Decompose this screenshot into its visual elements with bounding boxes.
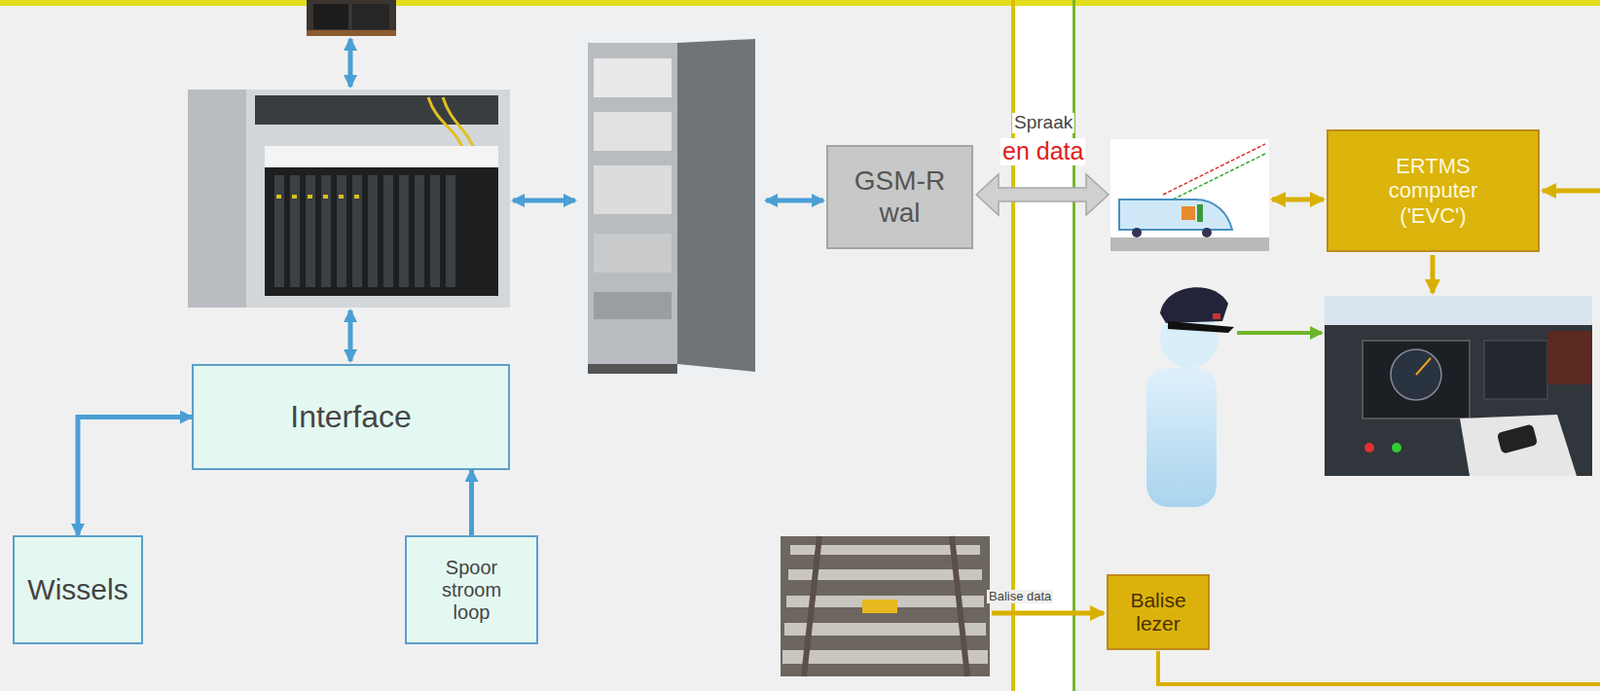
box-text: GSM-R wal xyxy=(846,165,954,228)
balise-arrow xyxy=(991,611,1104,617)
data-arrow xyxy=(1542,188,1600,194)
link-arrow xyxy=(512,198,576,204)
box-text: Interface xyxy=(290,399,412,436)
arrow-label: Balise data xyxy=(986,589,1054,604)
balise-wire xyxy=(1158,651,1600,685)
link-arrow xyxy=(765,198,824,204)
driver-figure xyxy=(1146,287,1235,508)
data-arrow xyxy=(1430,254,1436,293)
separator-line xyxy=(1072,0,1076,691)
network-box: GSM-R wal xyxy=(826,145,974,250)
link-label: en data xyxy=(1000,138,1086,166)
cab-photo xyxy=(1324,295,1593,476)
box-text: Balise lezer xyxy=(1119,588,1198,636)
title-band xyxy=(0,0,1600,6)
data-arrow xyxy=(1272,197,1324,203)
link-arrow xyxy=(348,310,354,362)
equipment-photo xyxy=(306,0,397,37)
train-illustration xyxy=(1110,139,1270,252)
connector-arrow xyxy=(469,470,474,536)
track-photo xyxy=(780,536,990,677)
connector-arrow xyxy=(77,417,192,537)
cabinet-photo xyxy=(578,33,764,378)
input-arrow xyxy=(1236,330,1322,335)
reader-box: Balise lezer xyxy=(1106,574,1210,651)
rack-photo xyxy=(187,89,510,308)
link-arrow xyxy=(348,38,354,87)
switch-box: Wissels xyxy=(12,535,144,645)
track-circuit-box: Spoor stroom loop xyxy=(404,535,539,645)
box-text: Spoor stroom loop xyxy=(433,556,511,624)
separator-line xyxy=(1011,0,1016,691)
interface-box: Interface xyxy=(191,363,510,471)
box-text: ERTMS computer ('EVC') xyxy=(1370,153,1497,228)
link-label: Spraak xyxy=(1012,112,1075,134)
separator-column xyxy=(1013,5,1075,691)
box-text: Wissels xyxy=(27,573,128,608)
radio-link-arrow xyxy=(976,174,1109,216)
computer-box: ERTMS computer ('EVC') xyxy=(1326,129,1540,253)
